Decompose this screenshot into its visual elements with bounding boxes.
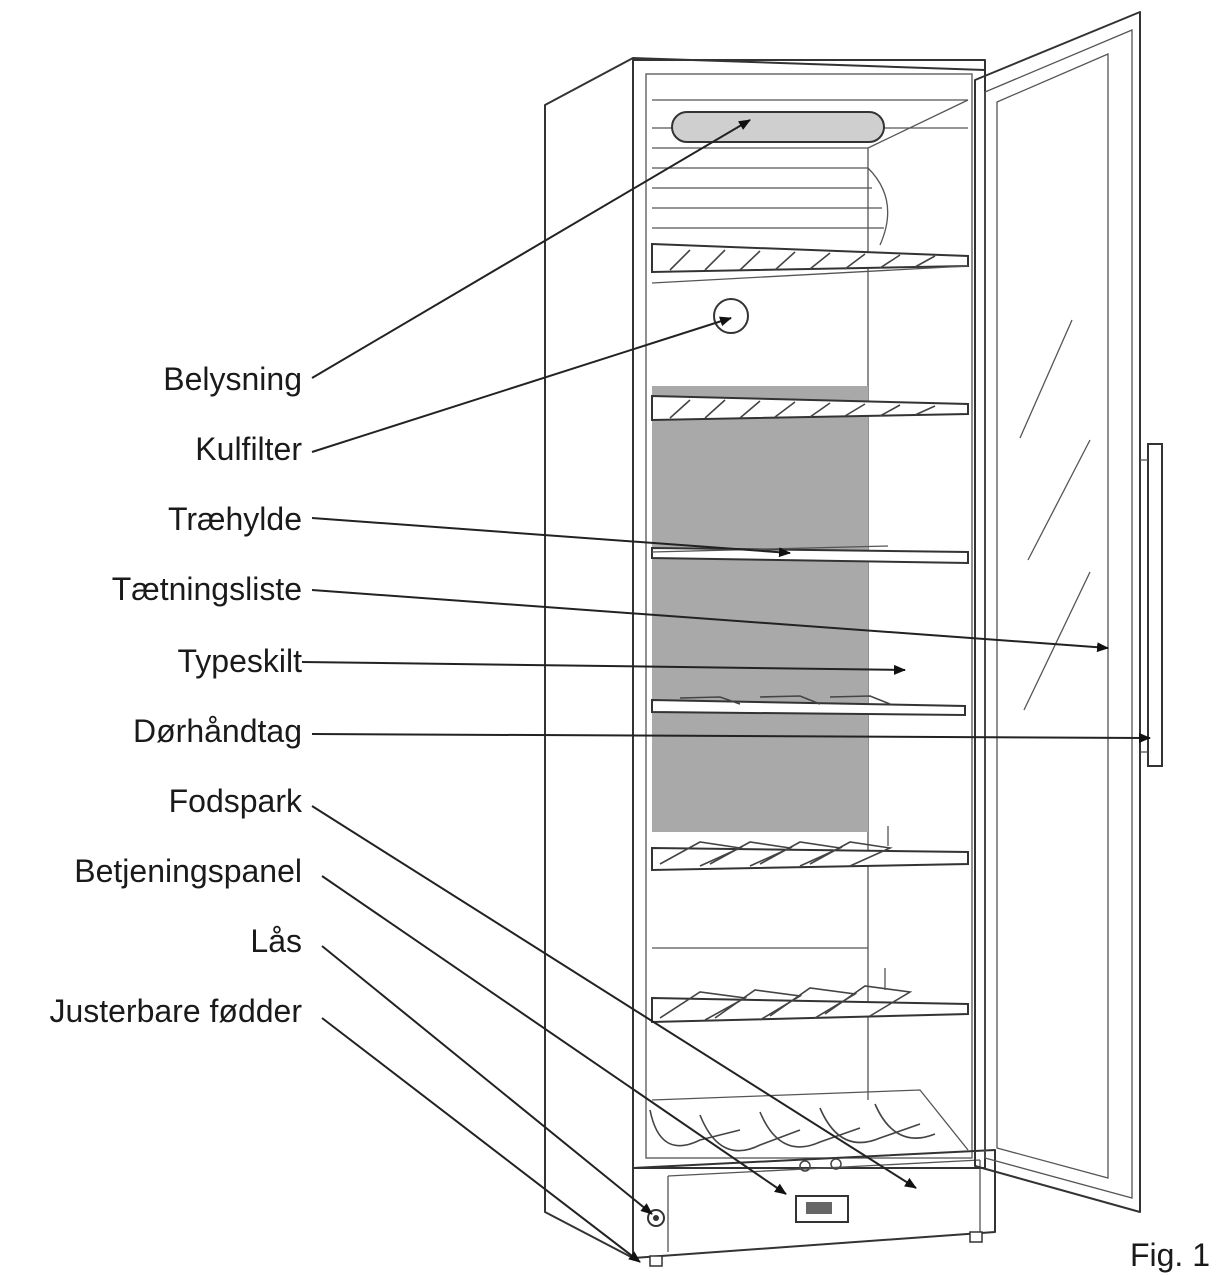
shelf-5 — [651, 826, 969, 872]
leader-lines — [301, 119, 1151, 1263]
label-kulfilter: Kulfilter — [195, 431, 302, 467]
leader-dorhandtag — [311, 732, 1151, 743]
label-dorhandtag: Dørhåndtag — [133, 713, 302, 749]
shelf-3-wood — [651, 545, 969, 565]
leader-justerbare-fodder — [321, 1017, 641, 1263]
shelf-2 — [651, 394, 969, 422]
leader-belysning — [311, 119, 751, 379]
label-justerbare-fodder: Justerbare fødder — [49, 993, 302, 1029]
label-fodspark: Fodspark — [169, 783, 303, 819]
bottom-bottle-rack — [649, 1089, 969, 1152]
cabinet-inner-frame — [645, 73, 973, 1159]
leader-traehylde — [311, 517, 791, 558]
figure-label: Fig. 1 — [1130, 1237, 1210, 1273]
label-taetningsliste: Tætningsliste — [112, 571, 302, 607]
shelf-4 — [651, 695, 966, 717]
label-betjeningspanel: Betjeningspanel — [74, 853, 302, 889]
cabinet — [544, 57, 996, 1267]
shelf-1 — [651, 242, 969, 284]
label-typeskilt: Typeskilt — [178, 643, 303, 679]
leader-las — [321, 945, 653, 1215]
labels: Belysning Kulfilter Træhylde Tætningslis… — [49, 361, 1210, 1273]
leader-taetningsliste — [311, 589, 1109, 653]
light-strip — [671, 111, 885, 143]
leader-betjeningspanel — [321, 875, 787, 1195]
leader-kulfilter — [311, 316, 732, 453]
leader-typeskilt — [301, 661, 906, 675]
cabinet-side-panel — [544, 57, 634, 1259]
carbon-filter — [713, 298, 749, 334]
rear-panel — [652, 386, 868, 832]
leader-fodspark — [311, 805, 917, 1189]
label-traehylde: Træhylde — [168, 501, 302, 537]
base-kickplate — [632, 1149, 996, 1267]
open-door — [974, 11, 1163, 1213]
shelf-6 — [651, 947, 969, 1024]
door-handle — [1140, 443, 1163, 767]
label-belysning: Belysning — [163, 361, 302, 397]
label-las: Lås — [250, 923, 302, 959]
